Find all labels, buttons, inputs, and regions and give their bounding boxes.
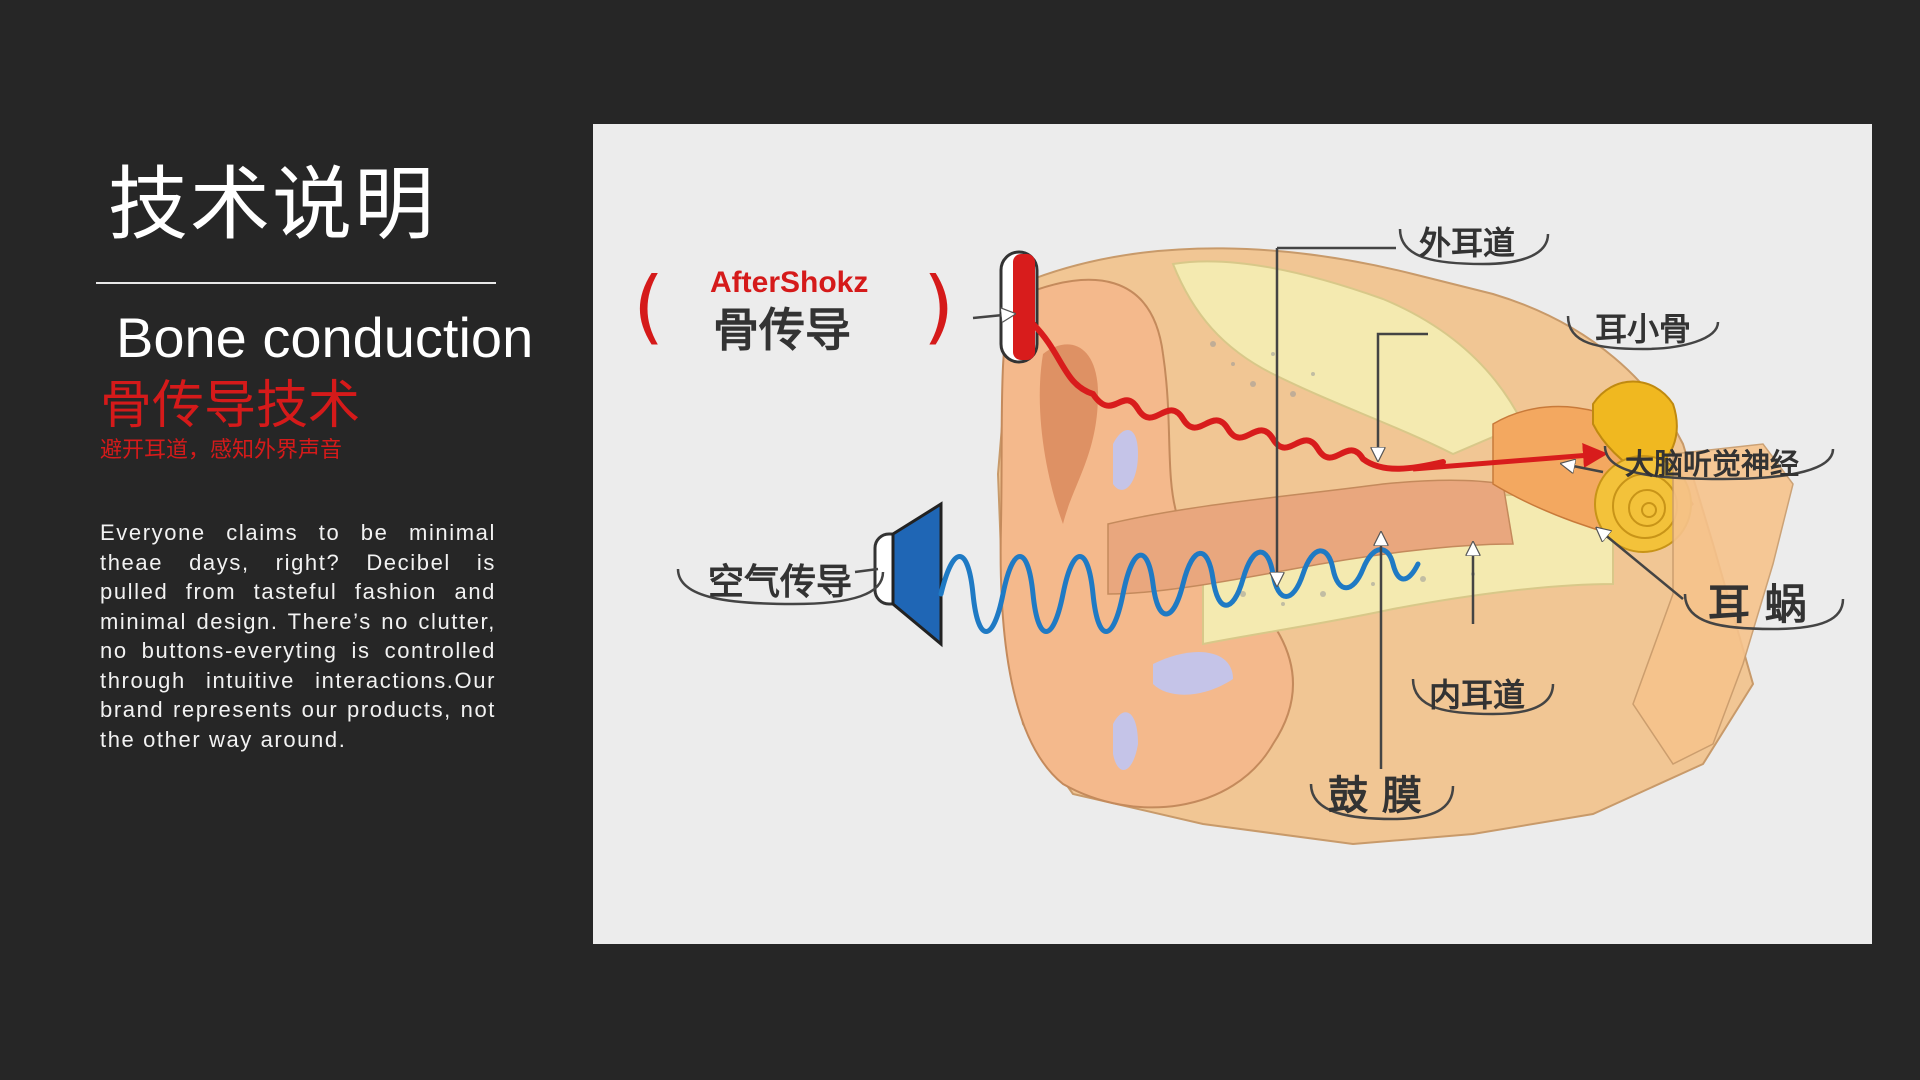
red-subtitle: 骨传导技术 (100, 376, 361, 436)
brand-logo: AfterShokz (710, 266, 868, 299)
air-conduction-label: 空气传导 (708, 562, 852, 603)
air-conduction-wave (938, 547, 1421, 634)
ossicles-label: 耳小骨 (1595, 310, 1691, 348)
english-heading: Bone conduction (116, 306, 534, 369)
bone-conduction-arrow (1412, 442, 1608, 472)
bone-conduction-wave (1030, 321, 1446, 472)
head-anatomy (996, 247, 1794, 846)
ear-diagram: ( ) AfterShokz 骨传导 外耳道 耳 (633, 224, 1845, 846)
auditory-nerve-label: 大脑听觉神经 (1625, 447, 1799, 481)
air-speaker (873, 501, 943, 648)
bone-texture (1210, 341, 1475, 606)
right-wave-icon: ) (923, 260, 954, 353)
outer-ear-canal-label: 外耳道 (1419, 224, 1515, 262)
label-underlines (676, 228, 1845, 821)
page-title: 技术说明 (108, 158, 436, 251)
inner-ear-canal-label: 内耳道 (1429, 676, 1525, 714)
leader-lines (854, 246, 1684, 769)
bone-transducer (999, 250, 1039, 364)
cochlea-label: 耳 蜗 (1708, 580, 1807, 629)
ear-diagram-panel: ( ) AfterShokz 骨传导 外耳道 耳 (593, 124, 1872, 944)
bone-conduction-label: 骨传导 (713, 303, 851, 357)
eardrum-label: 鼓 膜 (1328, 773, 1422, 819)
title-divider (96, 282, 496, 284)
description-paragraph: Everyone claims to be minimal theae days… (100, 520, 496, 752)
tagline: 避开耳道，感知外界声音 (100, 438, 343, 463)
left-wave-icon: ( (633, 260, 664, 353)
